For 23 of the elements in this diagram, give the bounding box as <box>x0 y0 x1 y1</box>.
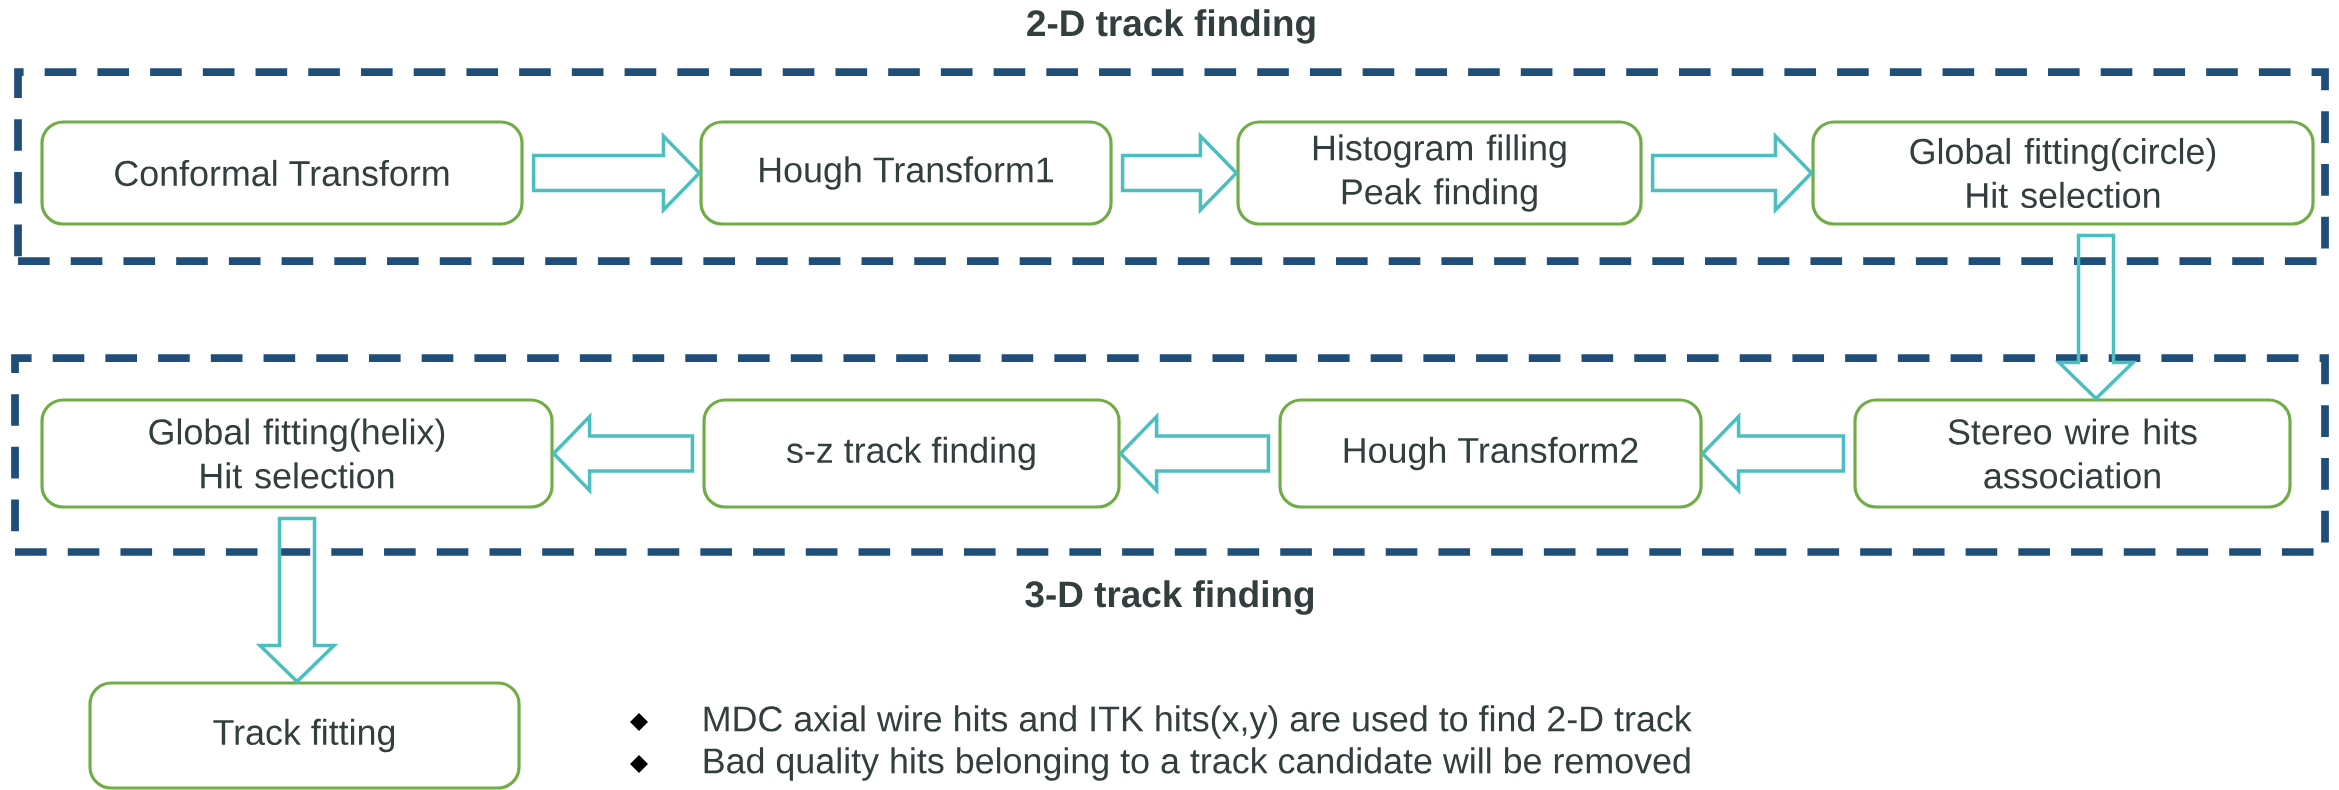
process-box: Stereo wire hits association <box>1853 398 2292 509</box>
block-arrow <box>1650 131 1814 215</box>
process-box: Track fitting <box>88 681 521 790</box>
group-title: 2-D track finding <box>1027 9 1315 44</box>
bullet-text: Bad quality hits belonging to a track candidate will be removed <box>704 747 1690 781</box>
block-arrow <box>551 412 695 495</box>
process-box: Hough Transform1 <box>699 120 1113 226</box>
process-box: s-z track finding <box>702 398 1121 509</box>
process-box: Conformal Transform <box>40 120 524 226</box>
block-arrow <box>1700 412 1846 495</box>
process-box: Histogram filling Peak finding <box>1236 120 1643 226</box>
block-arrow <box>531 131 702 215</box>
dashed-group-frame <box>11 354 2329 615</box>
process-box: Global fitting(helix) Hit selection <box>40 398 554 509</box>
bullet-text: MDC axial wire hits and ITK hits(x,y) are used to find 2-D track <box>704 705 1692 739</box>
process-box: Hough Transform2 <box>1278 398 1703 509</box>
block-arrow <box>2054 233 2138 401</box>
dashed-group-frame <box>14 9 2329 265</box>
block-arrow <box>1120 131 1239 215</box>
block-arrow <box>255 516 339 684</box>
block-arrow <box>1118 412 1271 495</box>
process-box: Global fitting(circle) Hit selection <box>1811 120 2315 226</box>
group-title: 3-D track finding <box>1025 580 1314 615</box>
